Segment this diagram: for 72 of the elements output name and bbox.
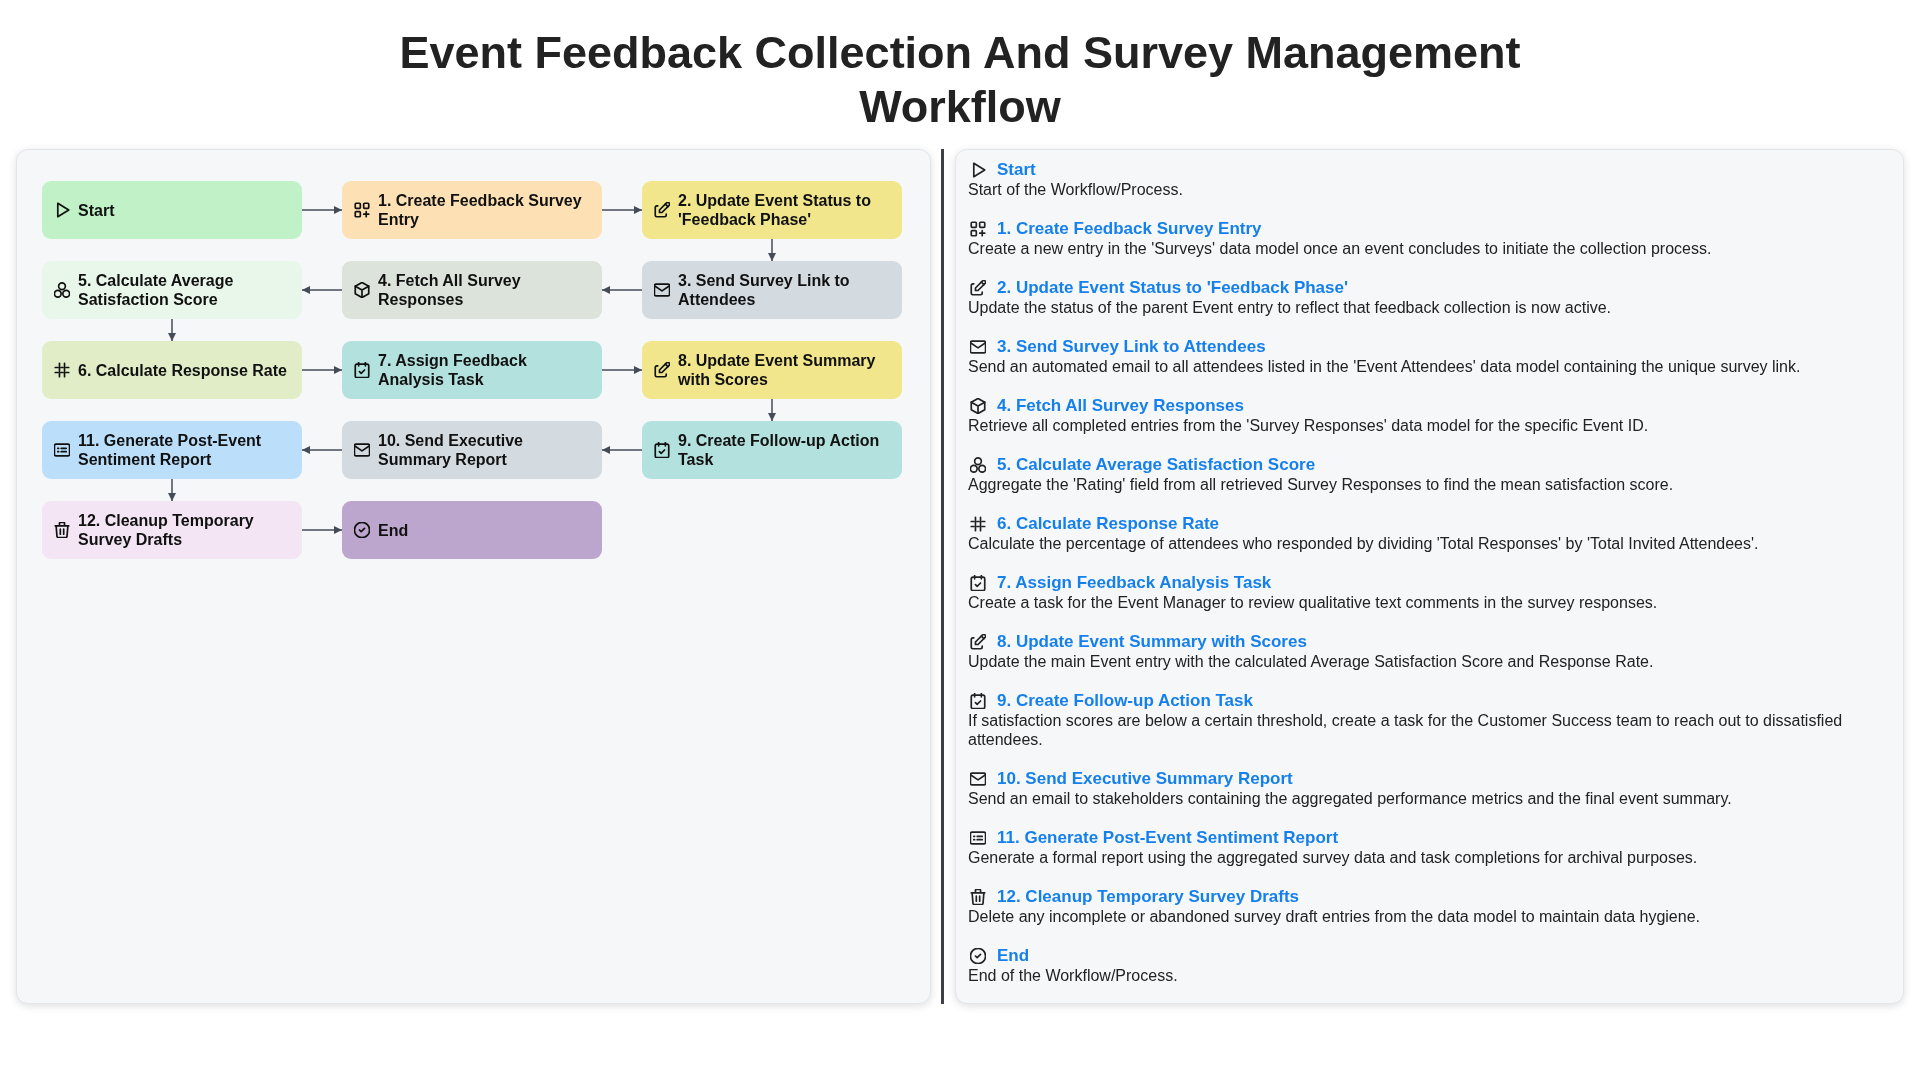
step-description: Update the status of the parent Event entry to reflect that feedback collection is now active. — [968, 298, 1612, 317]
step-description: Generate a formal report using the aggregated survey data and task completions for archival purposes. — [968, 848, 1698, 867]
step-heading: 12. Cleanup Temporary Survey Drafts — [997, 887, 1299, 907]
step-label: 9. Create Follow-up Action Task — [678, 431, 881, 469]
step-label: 6. Calculate Response Rate — [78, 360, 287, 380]
step-label: 3. Send Survey Link to Attendees — [678, 271, 851, 309]
arrow — [768, 238, 776, 262]
step-heading: 4. Fetch All Survey Responses — [997, 396, 1244, 416]
step-heading: 9. Create Follow-up Action Task — [997, 691, 1253, 711]
step-description: Send an automated email to all attendees listed in the 'Event Attendees' data model containing the unique survey link. — [968, 357, 1801, 376]
arrow — [768, 398, 776, 422]
step-label: 2. Update Event Status to 'Feedback Phase' — [678, 191, 872, 229]
arrow — [301, 526, 343, 534]
step-description: Update the main Event entry with the calculated Average Satisfaction Score and Response Rate. — [968, 652, 1654, 671]
diagram-title: Event Feedback Collection And Survey Management Workflow — [398, 26, 1522, 134]
arrow — [301, 366, 343, 374]
arrow — [601, 206, 643, 214]
step-description: Start of the Workflow/Process. — [968, 180, 1183, 199]
process-box — [342, 181, 602, 239]
step-label: End — [378, 520, 409, 540]
step-description: Create a new entry in the 'Surveys' data model once an event concludes to initiate the collection process. — [968, 239, 1712, 258]
step-heading: 11. Generate Post-Event Sentiment Report — [997, 828, 1339, 848]
start-box — [42, 181, 302, 239]
step-description: Aggregate the 'Rating' field from all retrieved Survey Responses to find the mean satisfaction score. — [968, 475, 1674, 494]
step-heading: 5. Calculate Average Satisfaction Score — [997, 455, 1316, 475]
process-box — [642, 261, 902, 319]
step-description: Calculate the percentage of attendees who responded by dividing 'Total Responses' by 'Total Invited Attendees'. — [968, 534, 1759, 553]
step-description: End of the Workflow/Process. — [968, 966, 1178, 985]
step-heading: Start — [997, 160, 1036, 180]
details-panel — [955, 149, 1904, 1004]
step-heading: 3. Send Survey Link to Attendees — [997, 337, 1266, 357]
process-box — [342, 341, 602, 399]
step-heading: 2. Update Event Status to 'Feedback Phase' — [997, 278, 1349, 298]
process-box — [642, 341, 902, 399]
arrow — [168, 318, 176, 342]
arrow — [168, 478, 176, 502]
process-box — [342, 261, 602, 319]
process-box — [42, 501, 302, 559]
step-label: 7. Assign Feedback Analysis Task — [378, 351, 528, 389]
step-description: Delete any incomplete or abandoned survey draft entries from the data model to maintain data hygiene. — [968, 907, 1700, 926]
process-box — [42, 421, 302, 479]
process-box — [642, 181, 902, 239]
step-label: 1. Create Feedback Survey Entry — [378, 191, 583, 229]
step-label: 4. Fetch All Survey Responses — [378, 271, 522, 309]
flow-panel — [16, 149, 931, 1004]
step-description: Create a task for the Event Manager to review qualitative text comments in the survey responses. — [968, 593, 1658, 612]
step-label: Start — [78, 200, 115, 220]
step-description: Retrieve all completed entries from the 'Survey Responses' data model for the specific Event ID. — [968, 416, 1649, 435]
step-label: 12. Cleanup Temporary Survey Drafts — [78, 511, 255, 549]
process-box — [42, 341, 302, 399]
step-heading: 8. Update Event Summary with Scores — [997, 632, 1307, 652]
process-box — [342, 421, 602, 479]
step-heading: 1. Create Feedback Survey Entry — [997, 219, 1262, 239]
step-heading: 10. Send Executive Summary Report — [997, 769, 1293, 789]
step-description: Send an email to stakeholders containing the aggregated performance metrics and the final event summary. — [968, 789, 1732, 808]
arrow — [301, 286, 343, 294]
arrow — [601, 446, 643, 454]
step-label: 11. Generate Post-Event Sentiment Report — [78, 431, 263, 469]
arrow — [601, 286, 643, 294]
step-heading: 7. Assign Feedback Analysis Task — [997, 573, 1272, 593]
arrow — [601, 366, 643, 374]
step-heading: 6. Calculate Response Rate — [997, 514, 1220, 534]
process-box — [42, 261, 302, 319]
arrow — [301, 206, 343, 214]
step-label: 8. Update Event Summary with Scores — [678, 351, 877, 389]
step-description: If satisfaction scores are below a certain threshold, create a task for the Customer Success team to reach out to dissatisfied attendees. — [968, 711, 1844, 749]
step-label: 10. Send Executive Summary Report — [378, 431, 524, 469]
step-label: 5. Calculate Average Satisfaction Score — [78, 271, 235, 309]
process-box — [642, 421, 902, 479]
end-box — [342, 501, 602, 559]
step-heading: End — [997, 946, 1030, 966]
arrow — [301, 446, 343, 454]
